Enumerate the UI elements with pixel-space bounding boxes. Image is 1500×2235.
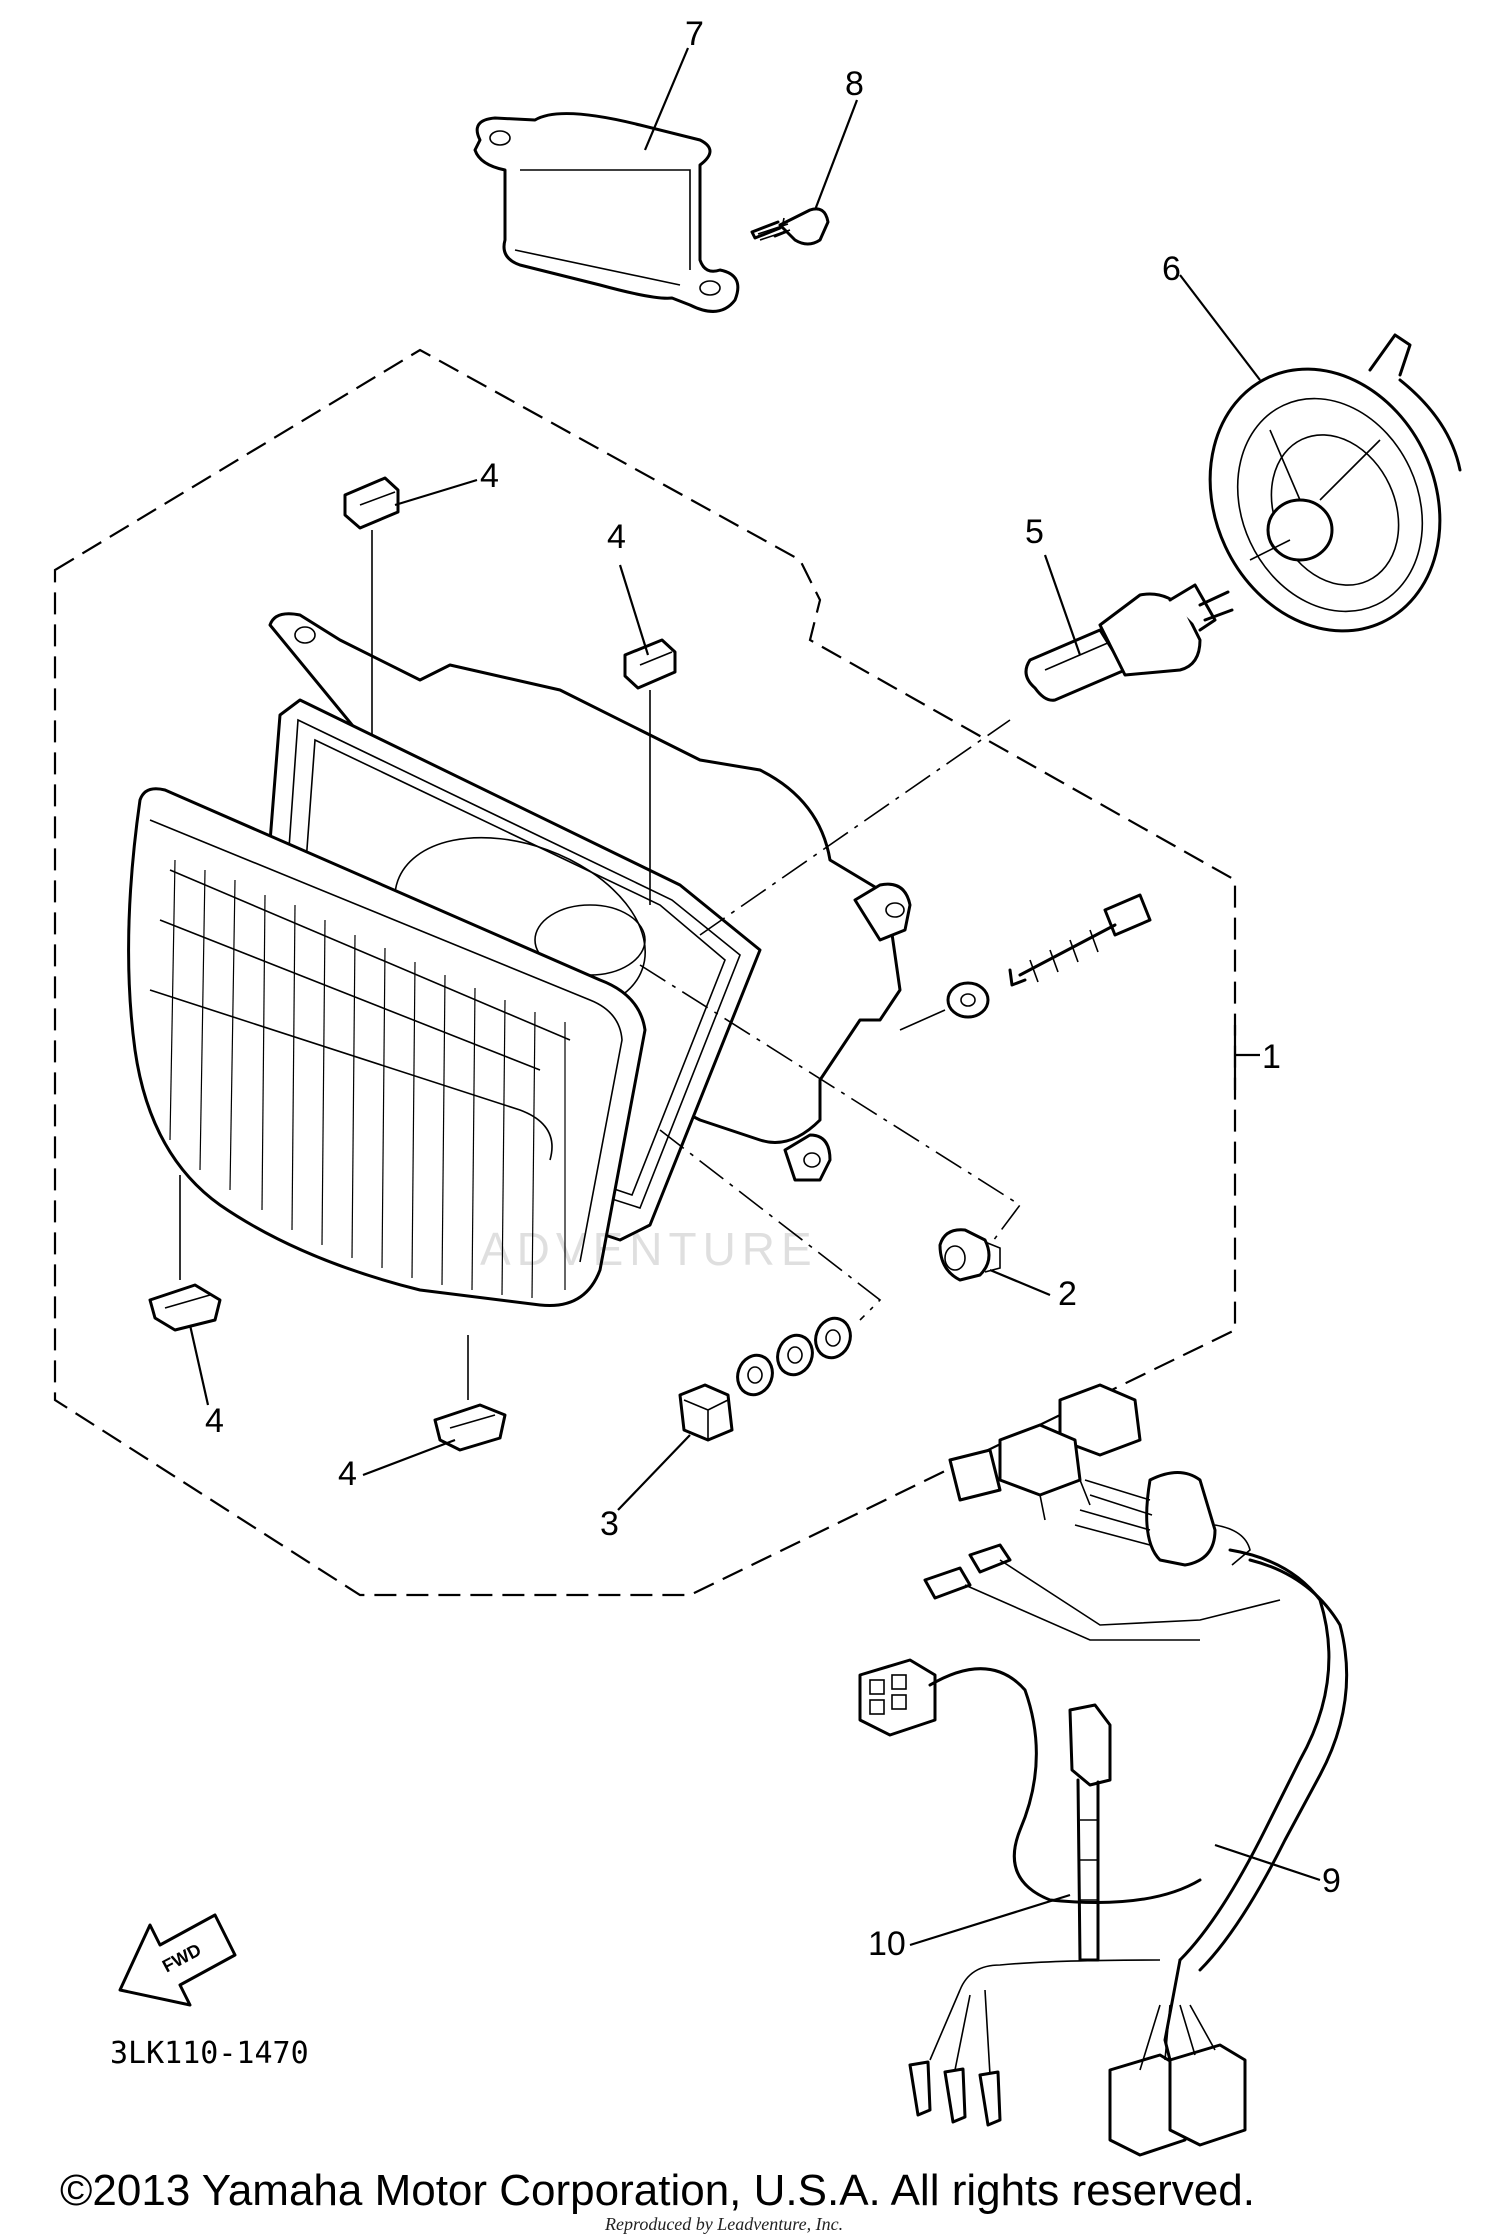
- assembly-boundary: [53, 348, 1237, 1597]
- copyright-notice: ©2013 Yamaha Motor Corporation, U.S.A. A…: [60, 2166, 1255, 2215]
- fwd-arrow-icon: FWD: [118, 1913, 237, 2007]
- part-5-bulb[interactable]: [1024, 583, 1234, 702]
- part-2-adjuster-nut[interactable]: [938, 1228, 1001, 1282]
- callout-8: 8: [845, 65, 864, 103]
- callout-10: 10: [868, 1925, 906, 1963]
- washer-upper[interactable]: [946, 981, 990, 1019]
- adjuster-screw[interactable]: [1008, 893, 1152, 987]
- callout-3: 3: [600, 1505, 619, 1543]
- callout-6: 6: [1162, 250, 1181, 288]
- part-4-clip-top-left[interactable]: [343, 476, 400, 530]
- watermark: ADVENTURE: [480, 1223, 818, 1275]
- callout-4-bottom-left: 4: [205, 1402, 224, 1440]
- callout-5: 5: [1025, 513, 1044, 551]
- part-4-clip-bottom-left[interactable]: [148, 1283, 222, 1332]
- callout-4-top-left: 4: [480, 457, 499, 495]
- callout-1: 1: [1262, 1038, 1281, 1076]
- part-8-screw[interactable]: [750, 207, 830, 246]
- part-4-clip-bottom-center[interactable]: [433, 1403, 507, 1452]
- part-4-clip-top-center[interactable]: [623, 638, 677, 690]
- callout-9: 9: [1322, 1862, 1341, 1900]
- overlay-credit: Reproduced by Leadventure, Inc.: [604, 2214, 843, 2234]
- callout-7: 7: [685, 15, 704, 53]
- leader-lines: [188, 47, 1321, 1947]
- part-10-cable-tie[interactable]: [1068, 1703, 1112, 1962]
- washer-set[interactable]: [732, 1313, 856, 1399]
- part-1-headlight-assembly[interactable]: [127, 612, 912, 1308]
- part-3-nut[interactable]: [678, 1383, 734, 1442]
- lens-texture: [169, 859, 566, 1299]
- part-6-bulb-cover[interactable]: [1168, 331, 1481, 669]
- part-9-wire-harness[interactable]: [858, 1383, 1349, 2157]
- diagram-code: 3LK110-1470: [110, 2036, 309, 2071]
- part-7-cover[interactable]: [473, 112, 740, 313]
- callout-4-bottom-center: 4: [338, 1455, 357, 1493]
- callout-2: 2: [1058, 1275, 1077, 1313]
- callout-4-top-center: 4: [607, 518, 626, 556]
